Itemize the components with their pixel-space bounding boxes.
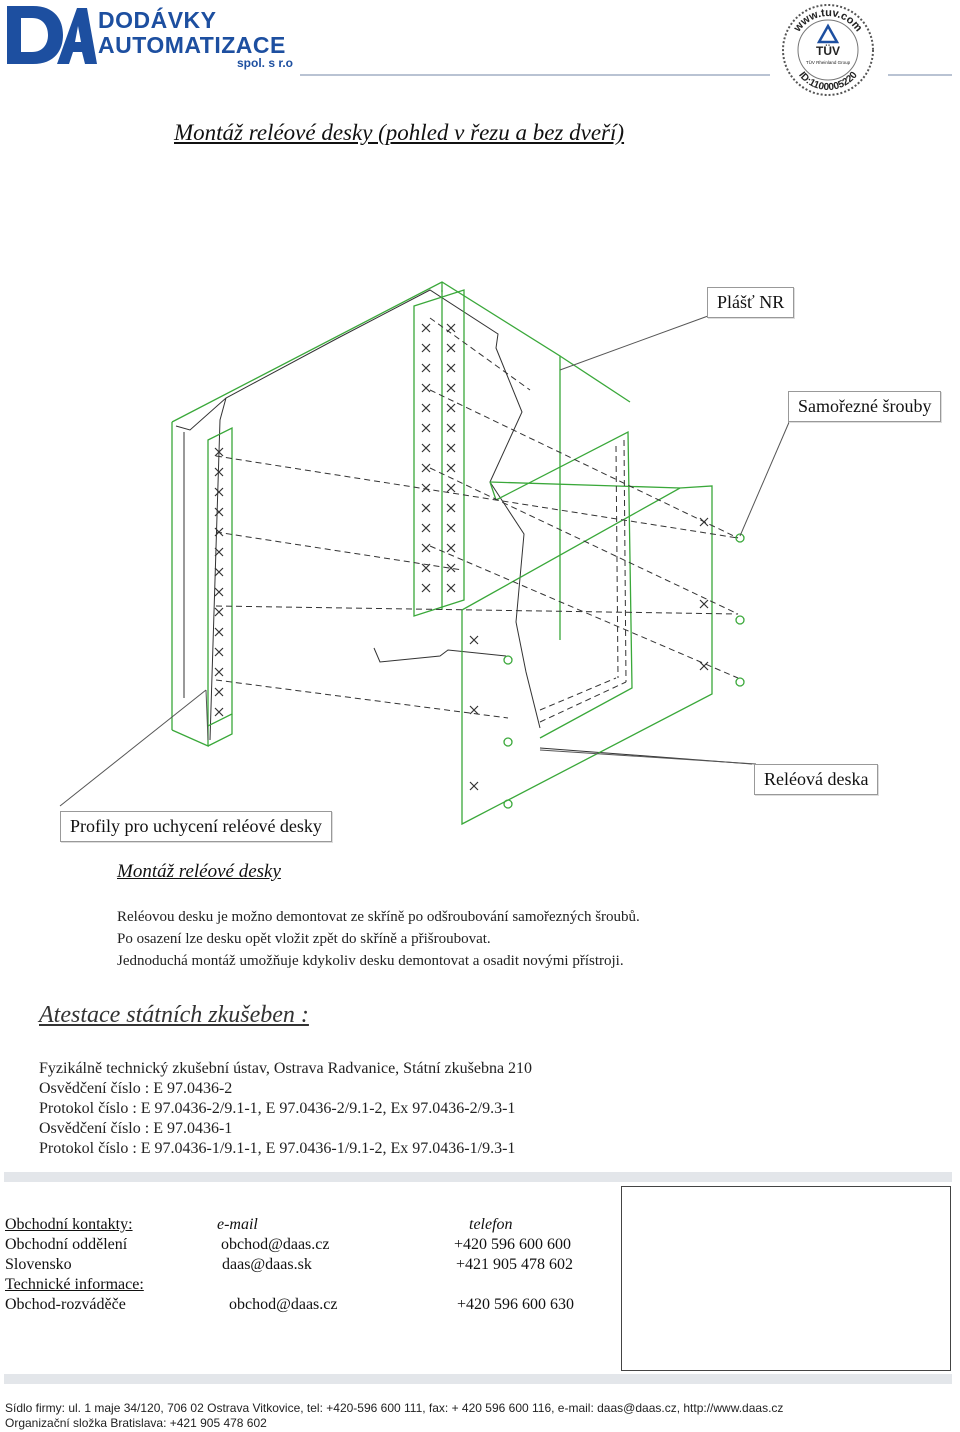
- attestation-line-4: Osvědčení číslo : E 97.0436-1: [39, 1120, 233, 1137]
- callout-profily: Profily pro uchycení reléové desky: [60, 811, 332, 842]
- tech-row-email[interactable]: obchod@daas.cz: [229, 1296, 338, 1313]
- photo-frame: [621, 1186, 951, 1371]
- logo-line1: DODÁVKY: [98, 7, 217, 33]
- callout-releova-deska: Reléová deska: [754, 764, 879, 795]
- divider-band-bottom: [4, 1374, 952, 1384]
- svg-text:www.tuv.com: www.tuv.com: [791, 7, 864, 35]
- contacts-header-label: Obchodní kontakty:: [5, 1216, 133, 1233]
- board-screws: [469, 517, 709, 791]
- contact-row-email[interactable]: obchod@daas.cz: [221, 1236, 330, 1253]
- self-tapping-screws: [503, 533, 745, 809]
- callout-plast-nr: Plášť NR: [707, 287, 795, 318]
- contact-row-phone: +421 905 478 602: [456, 1256, 574, 1273]
- header-rule-right: [888, 74, 952, 76]
- daas-logo-icon: [7, 6, 97, 64]
- montaz-line-1: Reléovou desku je možno demontovat ze sk…: [117, 909, 640, 925]
- relay-board: [461, 430, 713, 826]
- contacts-header-email: e-mail: [217, 1216, 258, 1233]
- left-profile-screws: [214, 447, 224, 717]
- tuv-seal: www.tuv.com ID:1100005220 TÜV TÜV Rheinl…: [780, 2, 876, 98]
- montaz-line-3: Jednoduchá montáž umožňuje kdykoliv desk…: [117, 953, 624, 969]
- contact-row-label: Slovensko: [5, 1256, 72, 1273]
- attestation-line-3: Protokol číslo : E 97.0436-2/9.1-1, E 97…: [39, 1100, 516, 1117]
- callout-leaders: [59, 315, 791, 807]
- attestation-line-1: Fyzikálně technický zkušební ústav, Ostr…: [39, 1060, 533, 1077]
- attestation-line-2: Osvědčení číslo : E 97.0436-2: [39, 1080, 233, 1097]
- divider-band-top: [4, 1172, 952, 1182]
- footer-bratislava: Organizační složka Bratislava: +421 905 …: [5, 1416, 267, 1430]
- logo-line3: spol. s r.o: [237, 56, 294, 70]
- contact-row-phone: +420 596 600 600: [454, 1236, 572, 1253]
- right-profile: [413, 289, 465, 617]
- right-profile-screws: [421, 323, 456, 593]
- tech-info-header: Technické informace:: [5, 1276, 144, 1293]
- contact-row-label: Obchodní oddělení: [5, 1236, 128, 1253]
- attestation-line-5: Protokol číslo : E 97.0436-1/9.1-1, E 97…: [39, 1140, 516, 1157]
- page-title: Montáž reléové desky (pohled v řezu a be…: [174, 120, 625, 145]
- tuv-url: www.tuv.com: [791, 7, 864, 35]
- tech-row-phone: +420 596 600 630: [457, 1296, 575, 1313]
- company-logo: DODÁVKY AUTOMATIZACE spol. s r.o: [5, 4, 305, 70]
- contacts-header-phone: telefon: [469, 1216, 513, 1233]
- attestation-heading: Atestace státních zkušeben :: [39, 1002, 309, 1028]
- logo-line2: AUTOMATIZACE: [98, 32, 286, 58]
- tuv-brand: TÜV: [816, 43, 840, 58]
- tuv-group: TÜV Rheinland Group: [806, 59, 851, 65]
- tuv-seal-icon: www.tuv.com ID:1100005220 TÜV TÜV Rheinl…: [782, 4, 874, 96]
- montaz-line-2: Po osazení lze desku opět vložit zpět do…: [117, 931, 491, 947]
- dashed-guides: [215, 317, 739, 723]
- relay-board-diagram: [59, 281, 791, 826]
- footer-address: Sídlo firmy: ul. 1 maje 34/120, 706 02 O…: [5, 1401, 784, 1415]
- montaz-heading: Montáž reléové desky: [117, 861, 281, 882]
- contact-row-email[interactable]: daas@daas.sk: [222, 1256, 312, 1273]
- cabinet-shell: [171, 281, 631, 730]
- header-rule-left: [300, 74, 770, 76]
- tech-row-label: Obchod-rozváděče: [5, 1296, 126, 1313]
- callout-samorezne-srouby: Samořezné šrouby: [788, 391, 942, 422]
